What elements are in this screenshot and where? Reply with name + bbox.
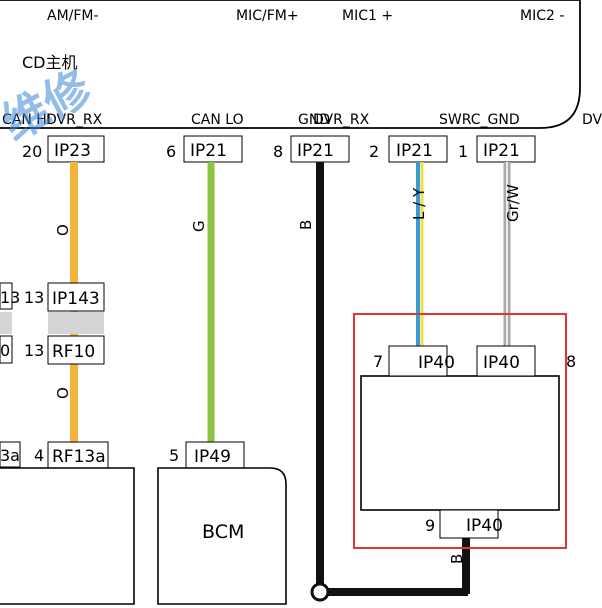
pin-label-am-fm: AM/FM- [47, 8, 99, 24]
pin-number-13-upper: 13 [24, 288, 44, 307]
pin-label-mic-fm: MIC/FM+ [236, 8, 299, 24]
connector-ip23 [47, 135, 105, 163]
connector-ip21-swrc-label: IP21 [483, 141, 520, 161]
connector-rf10 [47, 335, 105, 365]
pin-number-13-lower: 13 [24, 341, 44, 360]
splice-point [310, 582, 330, 602]
connector-ip40-left-label: IP40 [418, 353, 455, 373]
connector-fragment-3a-label: 3a [0, 446, 20, 465]
connector-ip49-label: IP49 [194, 447, 231, 467]
pin-number-8: 8 [273, 142, 283, 161]
pin-number-8-module: 8 [566, 352, 576, 371]
pin-label-gnd: GND [298, 112, 330, 128]
pin-label-dv: DV [582, 112, 602, 128]
connector-fragment-13 [0, 282, 13, 310]
pin-label-mic1: MIC1 + [342, 8, 393, 24]
connector-rf13a-label: RF13a [52, 447, 106, 467]
connector-fragment-0 [0, 335, 13, 364]
pin-label-dvr-rx-left: DVR_RX [46, 112, 103, 128]
pin-number-6: 6 [166, 142, 176, 161]
connector-fragment-3a [0, 441, 21, 468]
wire-label-orange: O [54, 224, 72, 236]
connector-ip21-can-lo [183, 135, 243, 163]
connector-ip21-gnd [290, 135, 350, 163]
highlight-frame [353, 313, 567, 549]
bcm-body [157, 467, 287, 605]
connector-ip40-bottom-label: IP40 [466, 516, 503, 536]
cd-unit-title: CD主机 [22, 53, 78, 72]
pin-label-swrc-gnd: SWRC_GND [439, 112, 520, 128]
wire-label-black-lower: B [448, 554, 466, 564]
wire-label-green: G [190, 220, 208, 232]
pin-label-can-hi: CAN HI [2, 112, 51, 128]
connector-ip40-left [388, 345, 448, 377]
connector-ip23-label: IP23 [54, 141, 91, 161]
pin-number-7: 7 [373, 352, 383, 371]
connector-ip21-swrc [476, 135, 536, 163]
wire-label-orange-lower: O [54, 387, 72, 399]
pin-label-dvr-rx: DVR_RX [313, 112, 370, 128]
connector-ip143-label: IP143 [52, 289, 100, 309]
connector-ip21-dvr [388, 135, 448, 163]
wire-label-black: B [297, 220, 315, 230]
connector-fragment-0-label: 0 [0, 341, 10, 360]
connector-band-ip143 [48, 312, 104, 334]
connector-ip21-dvr-label: IP21 [396, 141, 433, 161]
connector-ip143 [47, 282, 105, 312]
wire-label-grey-white: Gr/W [504, 184, 522, 222]
pin-number-20: 20 [22, 142, 42, 161]
connector-ip40-right-label: IP40 [483, 353, 520, 373]
pin-number-4: 4 [34, 446, 44, 465]
connector-ip40-right [476, 345, 536, 377]
connector-ip49 [185, 441, 245, 469]
switch-module-body [360, 375, 560, 511]
bcm-label: BCM [202, 521, 244, 543]
pin-number-2: 2 [369, 142, 379, 161]
connector-band-left [0, 312, 12, 334]
wire-label-blue-yellow: L / Y [410, 187, 428, 220]
pin-label-can-lo: CAN LO [191, 112, 244, 128]
cd-unit-body [0, 0, 581, 129]
pin-number-5: 5 [169, 446, 179, 465]
left-module-body [0, 467, 135, 605]
connector-ip40-bottom [439, 509, 499, 539]
pin-number-1: 1 [458, 142, 468, 161]
pin-number-9: 9 [425, 516, 435, 535]
connector-ip21-gnd-label: IP21 [297, 141, 334, 161]
connector-fragment-13-label: 13 [0, 288, 20, 307]
connector-rf10-label: RF10 [52, 342, 95, 362]
connector-ip21-can-lo-label: IP21 [190, 141, 227, 161]
pin-label-mic2: MIC2 - [520, 8, 564, 24]
